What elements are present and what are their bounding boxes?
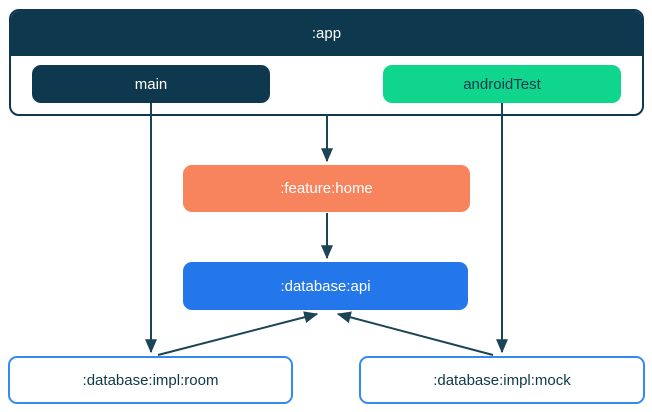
node-app-label: :app [11, 11, 642, 56]
node-main: main [32, 65, 270, 103]
node-feature-home: :feature:home [183, 165, 470, 212]
edge-database-impl-room-to-database-api [157, 311, 319, 356]
node-android-test: androidTest [383, 65, 621, 103]
node-database-impl-mock: :database:impl:mock [359, 356, 645, 404]
node-database-api: :database:api [183, 262, 468, 310]
edge-database-impl-mock-to-database-api [336, 311, 494, 356]
node-database-impl-room: :database:impl:room [8, 356, 293, 404]
